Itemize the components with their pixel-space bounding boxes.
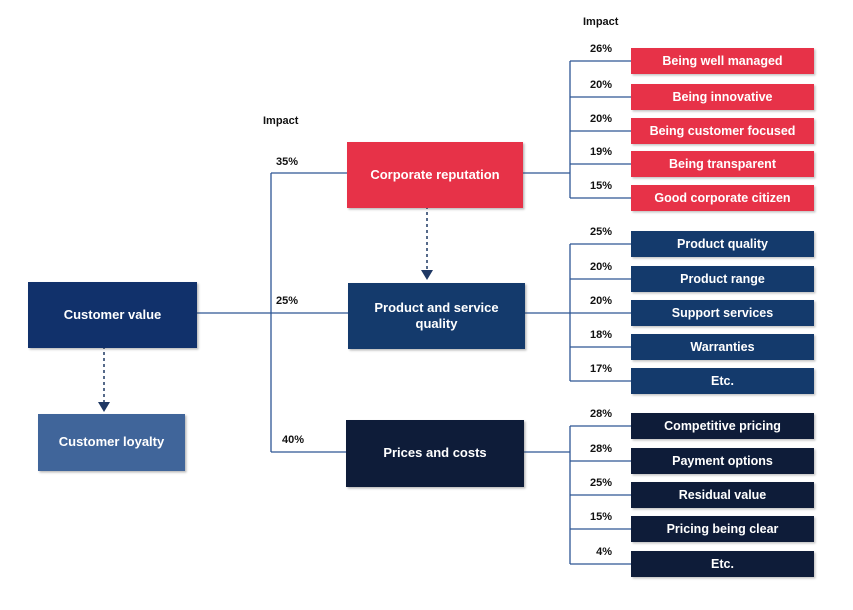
item-box-etc-quality: Etc.	[631, 368, 814, 394]
corporate-reputation-label: Corporate reputation	[370, 166, 500, 182]
item-impact: 20%	[589, 261, 612, 273]
item-impact: 28%	[589, 443, 612, 455]
item-impact: 4%	[596, 546, 612, 558]
item-label: Product range	[680, 272, 765, 286]
item-box-being-transparent: Being transparent	[631, 151, 814, 177]
driver-impact-product-service: 25%	[275, 295, 298, 307]
item-box-payment-options: Payment options	[631, 448, 814, 474]
item-impact: 20%	[589, 113, 612, 125]
item-label: Payment options	[672, 454, 773, 468]
item-impact: 20%	[589, 79, 612, 91]
item-label: Etc.	[711, 374, 734, 388]
item-label: Product quality	[677, 237, 768, 251]
prices-costs-box: Prices and costs	[346, 420, 524, 487]
item-label: Warranties	[690, 340, 755, 354]
item-box-being-customer-focused: Being customer focused	[631, 118, 814, 144]
item-impact: 26%	[589, 43, 612, 55]
item-impact: 20%	[589, 295, 612, 307]
item-box-etc-prices: Etc.	[631, 551, 814, 577]
impact-header-left: Impact	[263, 115, 299, 127]
customer-loyalty-label: Customer loyalty	[58, 434, 165, 450]
product-service-quality-label: Product and service quality	[374, 299, 499, 331]
item-box-product-range: Product range	[631, 266, 814, 292]
item-label: Being innovative	[672, 90, 773, 104]
item-box-warranties: Warranties	[631, 334, 814, 360]
item-impact: 25%	[589, 226, 612, 238]
item-box-residual-value: Residual value	[631, 482, 814, 508]
item-box-good-corporate-citizen: Good corporate citizen	[631, 185, 814, 211]
impact-header-right: Impact	[583, 16, 619, 28]
item-label: Support services	[671, 306, 774, 320]
item-box-product-quality: Product quality	[631, 231, 814, 257]
item-impact: 15%	[589, 180, 612, 192]
item-label: Pricing being clear	[666, 522, 779, 536]
item-impact: 28%	[589, 408, 612, 420]
item-impact: 19%	[589, 146, 612, 158]
product-service-quality-box: Product and service quality	[348, 283, 525, 349]
item-label: Being transparent	[669, 157, 776, 171]
item-label: Good corporate citizen	[654, 191, 791, 205]
item-impact: 18%	[589, 329, 612, 341]
item-label: Etc.	[711, 557, 734, 571]
customer-loyalty-box: Customer loyalty	[38, 414, 185, 471]
item-box-competitive-pricing: Competitive pricing	[631, 413, 814, 439]
corporate-reputation-box: Corporate reputation	[347, 142, 523, 208]
driver-impact-corporate-reputation: 35%	[275, 156, 298, 168]
driver-impact-prices-costs: 40%	[281, 434, 304, 446]
item-impact: 17%	[589, 363, 612, 375]
item-label: Being customer focused	[649, 124, 796, 138]
item-box-being-innovative: Being innovative	[631, 84, 814, 110]
item-label: Residual value	[678, 488, 767, 502]
item-box-being-well-managed: Being well managed	[631, 48, 814, 74]
prices-costs-label: Prices and costs	[383, 445, 487, 461]
item-label: Competitive pricing	[664, 419, 781, 433]
item-impact: 25%	[589, 477, 612, 489]
item-box-support-services: Support services	[631, 300, 814, 326]
item-label: Being well managed	[662, 54, 783, 68]
customer-value-label: Customer value	[63, 306, 162, 322]
customer-value-box: Customer value	[28, 282, 197, 348]
item-impact: 15%	[589, 511, 612, 523]
item-box-pricing-being-clear: Pricing being clear	[631, 516, 814, 542]
